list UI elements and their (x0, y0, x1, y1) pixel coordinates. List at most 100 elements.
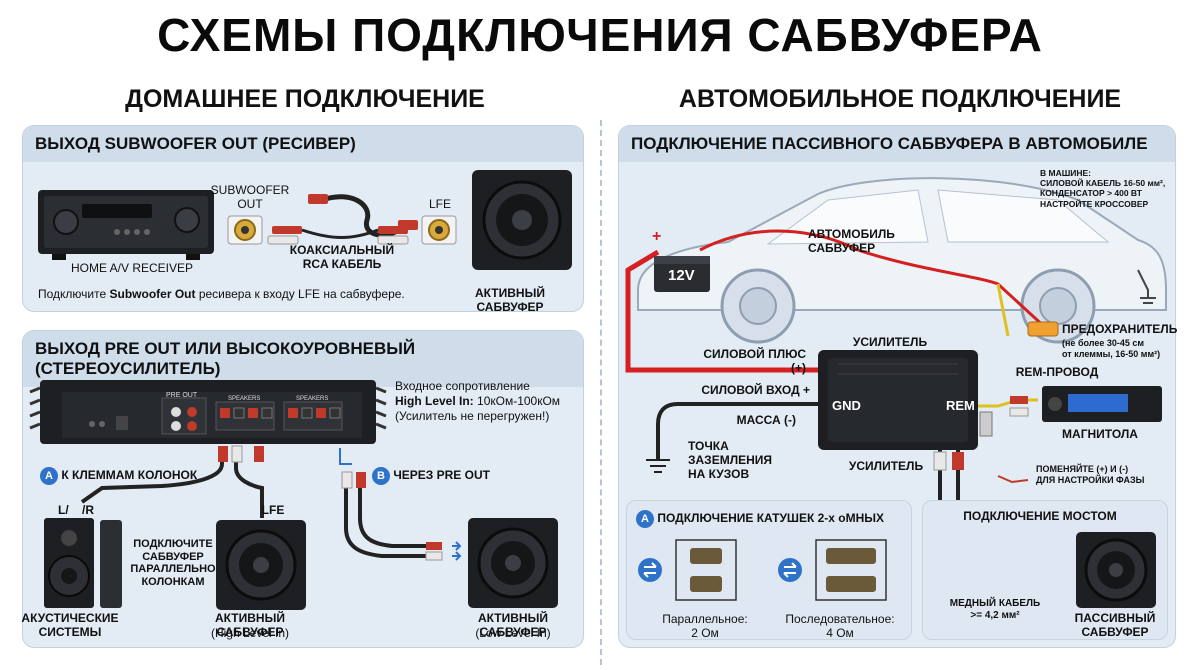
parallel-note: ПОДКЛЮЧИТЕ САБВУФЕР ПАРАЛЛЕЛЬНО КОЛОНКАМ (130, 538, 216, 588)
amp-bottom-label: УСИЛИТЕЛЬ (848, 459, 924, 473)
parallel-label: Параллельное: (662, 612, 748, 626)
subwoofer-out-diagram (38, 170, 572, 270)
wires-pre-out (339, 448, 462, 561)
passive-subwoofer (1076, 532, 1156, 608)
speaker-terminal-plus (952, 452, 964, 470)
lfe-jack (421, 215, 457, 245)
amp-pre-out-label: PRE OUT (166, 392, 198, 399)
coils-panel (626, 500, 912, 640)
sub-low-label: АКТИВНЫЙ САБВУФЕР (478, 611, 548, 639)
ground-symbol (646, 459, 670, 473)
wires-to-speakers (80, 445, 264, 518)
car-diagram (625, 177, 1167, 500)
lr-label: L/ /R (58, 503, 94, 517)
fuse-label: ПРЕДОХРАНИТЕЛЬ (1062, 322, 1178, 336)
rem-wire-label: REM-ПРОВОД (1015, 365, 1099, 379)
bridge-wire-black (938, 450, 942, 500)
power-in-label: СИЛОВОЙ ВХОД + (701, 383, 810, 397)
car-ground-symbol (1137, 269, 1156, 304)
active-subwoofer (472, 170, 572, 270)
power-cable-red (625, 249, 818, 373)
battery-plus: + (652, 228, 662, 245)
rem-wire (978, 398, 1038, 408)
coils-badge: A (636, 510, 654, 528)
fuse (1027, 321, 1059, 337)
coils-title-text: ПОДКЛЮЧЕНИЕ КАТУШЕК 2-х оМНЫХ (657, 511, 885, 525)
note-prefix: Подключите (38, 287, 110, 301)
active-subwoofer-high (216, 520, 306, 610)
note-suffix: ресивера к входу LFE на сабвуфере. (195, 287, 405, 301)
passive-sub-label: ПАССИВНЫЙ САБВУФЕР (1074, 611, 1156, 639)
lfe-label: LFE (428, 197, 451, 211)
ground-point-label: ТОЧКА ЗАЗЕМЛЕНИЯ НА КУЗОВ (688, 439, 773, 481)
input-line-1: Входное сопротивление (395, 379, 530, 393)
av-receiver (38, 190, 214, 260)
ground-label: МАССА (-) (736, 413, 796, 427)
input-line-3: (Усилитель не перегружен!) (395, 409, 550, 423)
rca-red-connector (1010, 396, 1028, 404)
option-a-text: К КЛЕММАМ КОЛОНОК (61, 468, 198, 482)
coils-title: A ПОДКЛЮЧЕНИЕ КАТУШЕК 2-х оМНЫХ (636, 510, 884, 528)
panel-title: ВЫХОД PRE OUT ИЛИ ВЫСОКОУРОВНЕВЫЙ (СТЕРЕ… (23, 331, 583, 387)
pre-out-diagram (29, 380, 558, 610)
active-subwoofer-low (468, 518, 558, 608)
bridge-title: ПОДКЛЮЧЕНИЕ МОСТОМ (963, 509, 1117, 523)
bridge-cable-note: МЕДНЫЙ КАБЕЛЬ >= 4,2 мм² (949, 598, 1041, 621)
series-value: 4 Ом (826, 626, 854, 640)
fuse-note: (не более 30-45 см от клеммы, 16-50 мм²) (1062, 338, 1161, 359)
amp-speakers-label-2: SPEAKERS (296, 396, 329, 402)
subwoofer-out-label: SUBWOOFER OUT (210, 183, 290, 211)
sub-low-sublabel: (Low Level In) (475, 626, 551, 640)
battery (654, 256, 710, 292)
head-unit (1042, 386, 1162, 422)
phase-note: ПОМЕНЯЙТЕ (+) И (-) ДЛЯ НАСТРОЙКИ ФАЗЫ (1036, 464, 1145, 486)
option-b: B ЧЕРЕЗ PRE OUT (372, 467, 490, 485)
amp-input-block (979, 411, 993, 437)
subwoofer-out-note: Подключите Subwoofer Out ресивера к вход… (38, 287, 438, 302)
series-coils (778, 539, 887, 601)
input-line-2-rest: 10кОм-100кОм (473, 394, 561, 408)
subwoofer-out-jack (227, 215, 263, 245)
battery-label: 12V (668, 267, 695, 284)
coils-diagram (638, 539, 887, 601)
parallel-coils (638, 539, 737, 601)
panel-title: ПОДКЛЮЧЕНИЕ ПАССИВНОГО САБВУФЕРА В АВТОМ… (619, 126, 1175, 162)
car-heading: АВТОМОБИЛЬНОЕ ПОДКЛЮЧЕНИЕ (678, 85, 1122, 113)
rem-wire-yellow (996, 283, 1010, 337)
sub-high-label: АКТИВНЫЙ САБВУФЕР (215, 611, 285, 639)
note-bold: Subwoofer Out (109, 287, 196, 301)
stereo-amplifier (29, 380, 387, 444)
speaker-terminal-minus (933, 451, 947, 471)
input-line-2: High Level In: 10кОм-100кОм (395, 394, 580, 409)
input-line-2-bold: High Level In: (395, 394, 474, 408)
car-sub-label: АВТОМОБИЛЬ САБВУФЕР (808, 227, 895, 255)
cable-label: КОАКСИАЛЬНЫЙ RCA КАБЕЛЬ (289, 243, 395, 271)
power-plus-label: СИЛОВОЙ ПЛЮС (+) (703, 347, 806, 375)
option-a: A К КЛЕММАМ КОЛОНОК (40, 467, 197, 485)
active-sub-label: АКТИВНЫЙ САБВУФЕР (475, 286, 545, 314)
rca-cable (267, 194, 418, 245)
sub-high-sublabel: (High Level In) (210, 626, 290, 640)
gnd-label: GND (832, 398, 861, 413)
headunit-label: МАГНИТОЛА (1062, 427, 1138, 441)
amp-top-label: УСИЛИТЕЛЬ (852, 335, 928, 349)
rem-label: REM (946, 398, 975, 413)
home-heading: ДОМАШНЕЕ ПОДКЛЮЧЕНИЕ (125, 85, 485, 113)
bridge-wire-black-2 (956, 450, 960, 500)
option-a-badge: A (40, 467, 58, 485)
parallel-value: 2 Ом (691, 626, 719, 640)
phase-swap-wires (997, 475, 1029, 484)
ground-wire (656, 402, 818, 460)
lfe-label-2: LFE (261, 503, 285, 517)
option-b-badge: B (372, 467, 390, 485)
receiver-label: HOME A/V RECEIVEP (70, 261, 194, 275)
series-label: Последовательное: (785, 612, 895, 626)
power-cable-run (699, 229, 1058, 332)
input-impedance-note: Входное сопротивление High Level In: 10к… (395, 379, 580, 424)
rca-white-connector (1009, 407, 1029, 417)
panel-title: ВЫХОД SUBWOOFER OUT (РЕСИВЕР) (23, 126, 583, 162)
in-car-note: В МАШИНЕ: СИЛОВОЙ КАБЕЛЬ 16-50 мм², КОНД… (1040, 168, 1166, 209)
section-divider (600, 120, 602, 665)
option-b-text: ЧЕРЕЗ PRE OUT (393, 468, 490, 482)
speakers-label: АКУСТИЧЕСКИЕ СИСТЕМЫ (21, 611, 119, 639)
